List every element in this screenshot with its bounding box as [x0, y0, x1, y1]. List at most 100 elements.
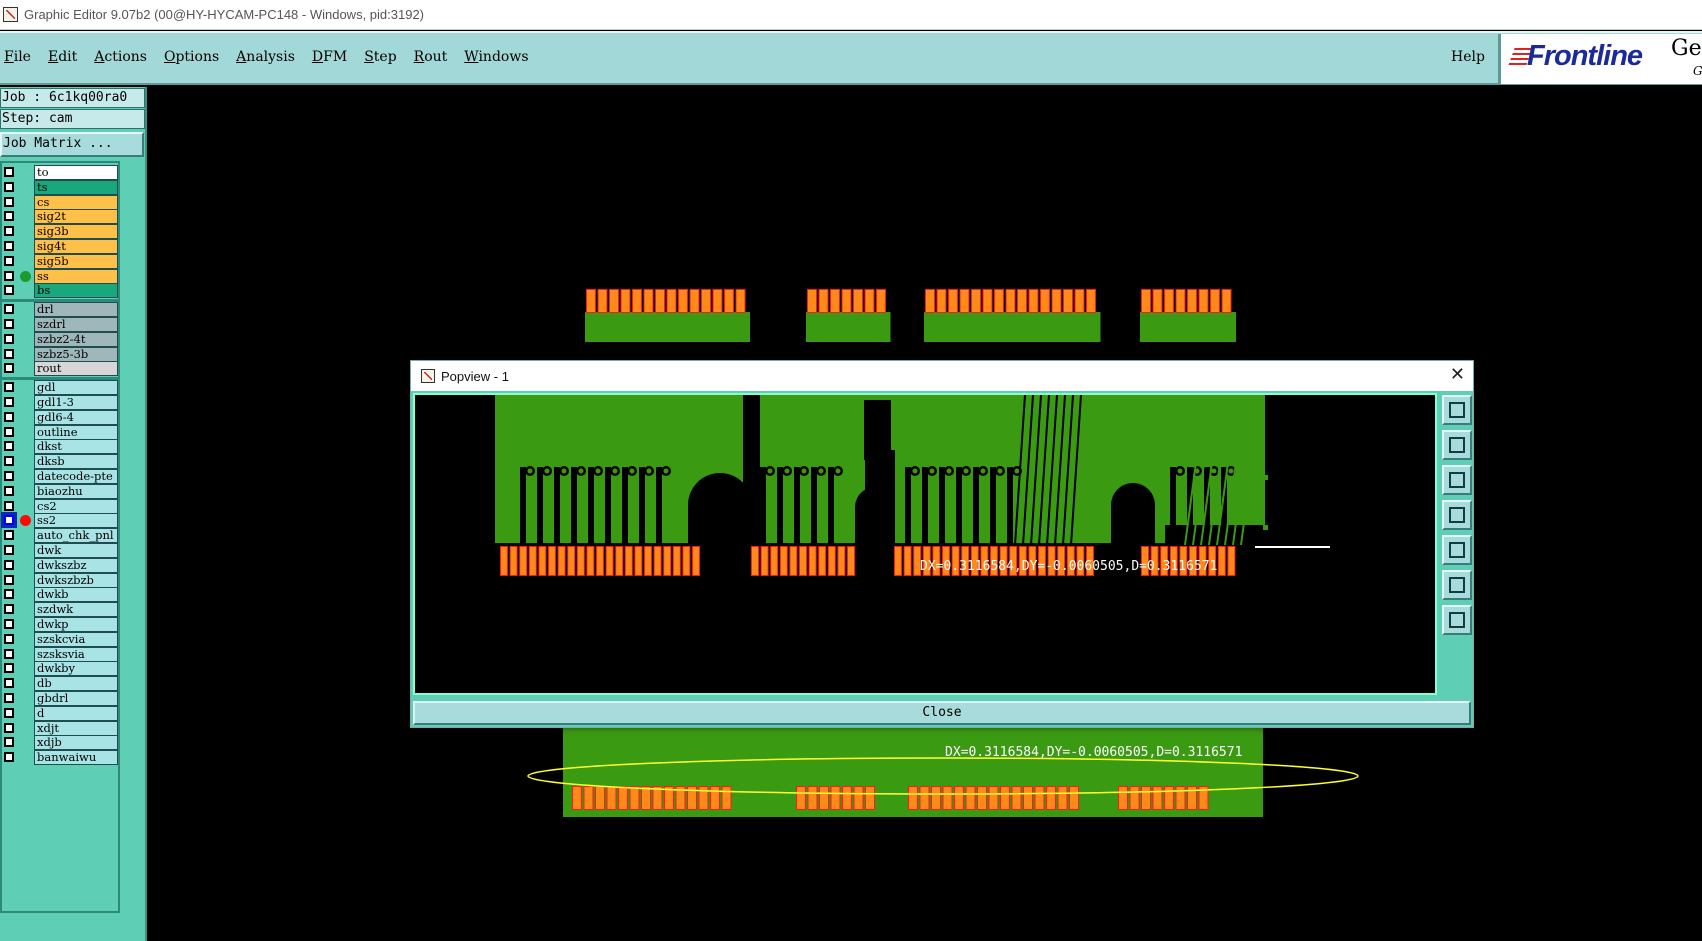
layer-checkbox[interactable]: [4, 211, 14, 222]
layer-name[interactable]: cs: [34, 194, 118, 210]
layer-name[interactable]: gdl6-4: [34, 409, 118, 425]
layer-checkbox[interactable]: [4, 574, 14, 585]
layer-checkbox[interactable]: [4, 471, 14, 481]
layer-name[interactable]: xdjb: [34, 735, 118, 751]
layer-name[interactable]: ss: [34, 268, 118, 284]
layer-checkbox[interactable]: [4, 737, 14, 748]
layer-checkbox[interactable]: [4, 456, 14, 467]
layer-checkbox[interactable]: [4, 707, 14, 718]
pan-down-icon[interactable]: [1442, 465, 1472, 495]
layer-checkbox[interactable]: [4, 411, 14, 422]
menu-options[interactable]: Options: [163, 49, 220, 65]
layer-checkbox[interactable]: [4, 241, 14, 251]
layer-row-gdl1-3[interactable]: gdl1-3: [2, 395, 118, 410]
layer-name[interactable]: d: [34, 705, 118, 721]
pan-up-icon[interactable]: [1442, 430, 1472, 460]
layer-name[interactable]: ts: [34, 179, 118, 195]
menu-step[interactable]: Step: [364, 49, 397, 65]
layer-row-sig3b[interactable]: sig3b: [2, 224, 118, 240]
layer-name[interactable]: auto_chk_pnl: [34, 528, 118, 544]
layer-name[interactable]: szbz2-4t: [34, 331, 118, 347]
layer-row-drl[interactable]: drl: [2, 302, 118, 318]
layer-name[interactable]: banwaiwu: [34, 750, 118, 766]
layer-name[interactable]: to: [34, 165, 118, 180]
layer-name[interactable]: dwkby: [34, 661, 118, 677]
layer-row-auto_chk_pnl[interactable]: auto_chk_pnl: [2, 528, 118, 544]
layer-checkbox[interactable]: [4, 397, 14, 407]
layer-row-cs[interactable]: cs: [2, 194, 118, 210]
layer-checkbox[interactable]: [4, 255, 14, 266]
layer-name[interactable]: szbz5-3b: [34, 346, 118, 362]
layer-checkbox[interactable]: [4, 663, 14, 674]
menu-file[interactable]: File: [4, 49, 31, 65]
zoom-out-icon[interactable]: [1442, 570, 1472, 600]
layer-name[interactable]: dwkp: [34, 617, 118, 632]
layer-name[interactable]: biaozhu: [34, 483, 118, 499]
layer-row-dwkp[interactable]: dwkp: [2, 617, 118, 632]
layer-checkbox[interactable]: [4, 382, 14, 393]
layer-row-rout[interactable]: rout: [2, 361, 118, 377]
layer-row-dwkby[interactable]: dwkby: [2, 661, 118, 677]
layer-row-db[interactable]: db: [2, 676, 118, 692]
layer-checkbox[interactable]: [4, 270, 14, 281]
layer-name[interactable]: dwkszbz: [34, 557, 118, 573]
zoom-window-icon[interactable]: [1442, 395, 1472, 425]
layer-row-cs2[interactable]: cs2: [2, 498, 118, 514]
layer-checkbox[interactable]: [4, 363, 14, 374]
menu-actions[interactable]: Actions: [94, 49, 147, 65]
layer-checkbox[interactable]: [4, 752, 14, 763]
menu-analysis[interactable]: Analysis: [236, 49, 295, 65]
menu-edit[interactable]: Edit: [47, 49, 78, 65]
layer-checkbox[interactable]: [4, 285, 14, 296]
layer-checkbox[interactable]: [4, 722, 14, 733]
layer-name[interactable]: xdjt: [34, 720, 118, 736]
menu-windows[interactable]: Windows: [464, 49, 529, 65]
pan-right-icon[interactable]: [1442, 535, 1472, 565]
popview-canvas[interactable]: DX=0.3116584,DY=-0.0060505,D=0.3116571: [413, 393, 1437, 695]
layer-checkbox[interactable]: [4, 678, 14, 689]
layer-name[interactable]: gdl: [34, 380, 118, 396]
layer-name[interactable]: sig5b: [34, 253, 118, 269]
layer-row-dksb[interactable]: dksb: [2, 454, 118, 470]
pan-left-icon[interactable]: [1442, 500, 1472, 530]
layer-row-sig4t[interactable]: sig4t: [2, 239, 118, 254]
layer-row-datecode-pte[interactable]: datecode-pte: [2, 469, 118, 484]
layer-checkbox[interactable]: [4, 648, 14, 659]
layer-name[interactable]: szsksvia: [34, 646, 118, 662]
layer-checkbox[interactable]: [4, 441, 14, 452]
layer-name[interactable]: szdrl: [34, 317, 118, 332]
job-matrix-button[interactable]: Job Matrix ...: [0, 132, 144, 157]
layer-checkbox[interactable]: [4, 348, 14, 359]
layer-row-szdrl[interactable]: szdrl: [2, 317, 118, 332]
layer-name[interactable]: drl: [34, 302, 118, 318]
layer-checkbox[interactable]: [4, 181, 14, 192]
layer-row-d[interactable]: d: [2, 705, 118, 721]
layer-name[interactable]: szdwk: [34, 602, 118, 618]
layer-row-gbdrl[interactable]: gbdrl: [2, 691, 118, 706]
layer-name[interactable]: dwkszbzb: [34, 572, 118, 588]
menu-help[interactable]: Help: [1451, 49, 1485, 65]
layer-name[interactable]: ss2: [34, 513, 118, 529]
layer-checkbox[interactable]: [4, 196, 14, 207]
zoom-home-icon[interactable]: [1442, 605, 1472, 635]
layer-name[interactable]: szskcvia: [34, 631, 118, 647]
layer-row-dwkszbz[interactable]: dwkszbz: [2, 557, 118, 573]
layer-name[interactable]: sig3b: [34, 224, 118, 240]
layer-checkbox[interactable]: [4, 693, 14, 703]
layer-row-to[interactable]: to: [2, 165, 118, 180]
layer-name[interactable]: gdl1-3: [34, 395, 118, 410]
popview-close-icon[interactable]: ✕: [1449, 364, 1465, 385]
layer-checkbox[interactable]: [4, 559, 14, 570]
layer-name[interactable]: dkst: [34, 439, 118, 455]
layer-checkbox[interactable]: [4, 333, 14, 344]
layer-name[interactable]: rout: [34, 361, 118, 377]
layer-row-xdjb[interactable]: xdjb: [2, 735, 118, 751]
layer-row-dwkszbzb[interactable]: dwkszbzb: [2, 572, 118, 588]
layer-checkbox[interactable]: [4, 530, 14, 541]
menu-rout[interactable]: Rout: [413, 49, 448, 65]
layer-checkbox[interactable]: [4, 319, 14, 329]
layer-name[interactable]: datecode-pte: [34, 469, 118, 484]
popview-close-button[interactable]: Close: [413, 701, 1471, 725]
layer-row-szsksvia[interactable]: szsksvia: [2, 646, 118, 662]
layer-name[interactable]: sig2t: [34, 209, 118, 225]
